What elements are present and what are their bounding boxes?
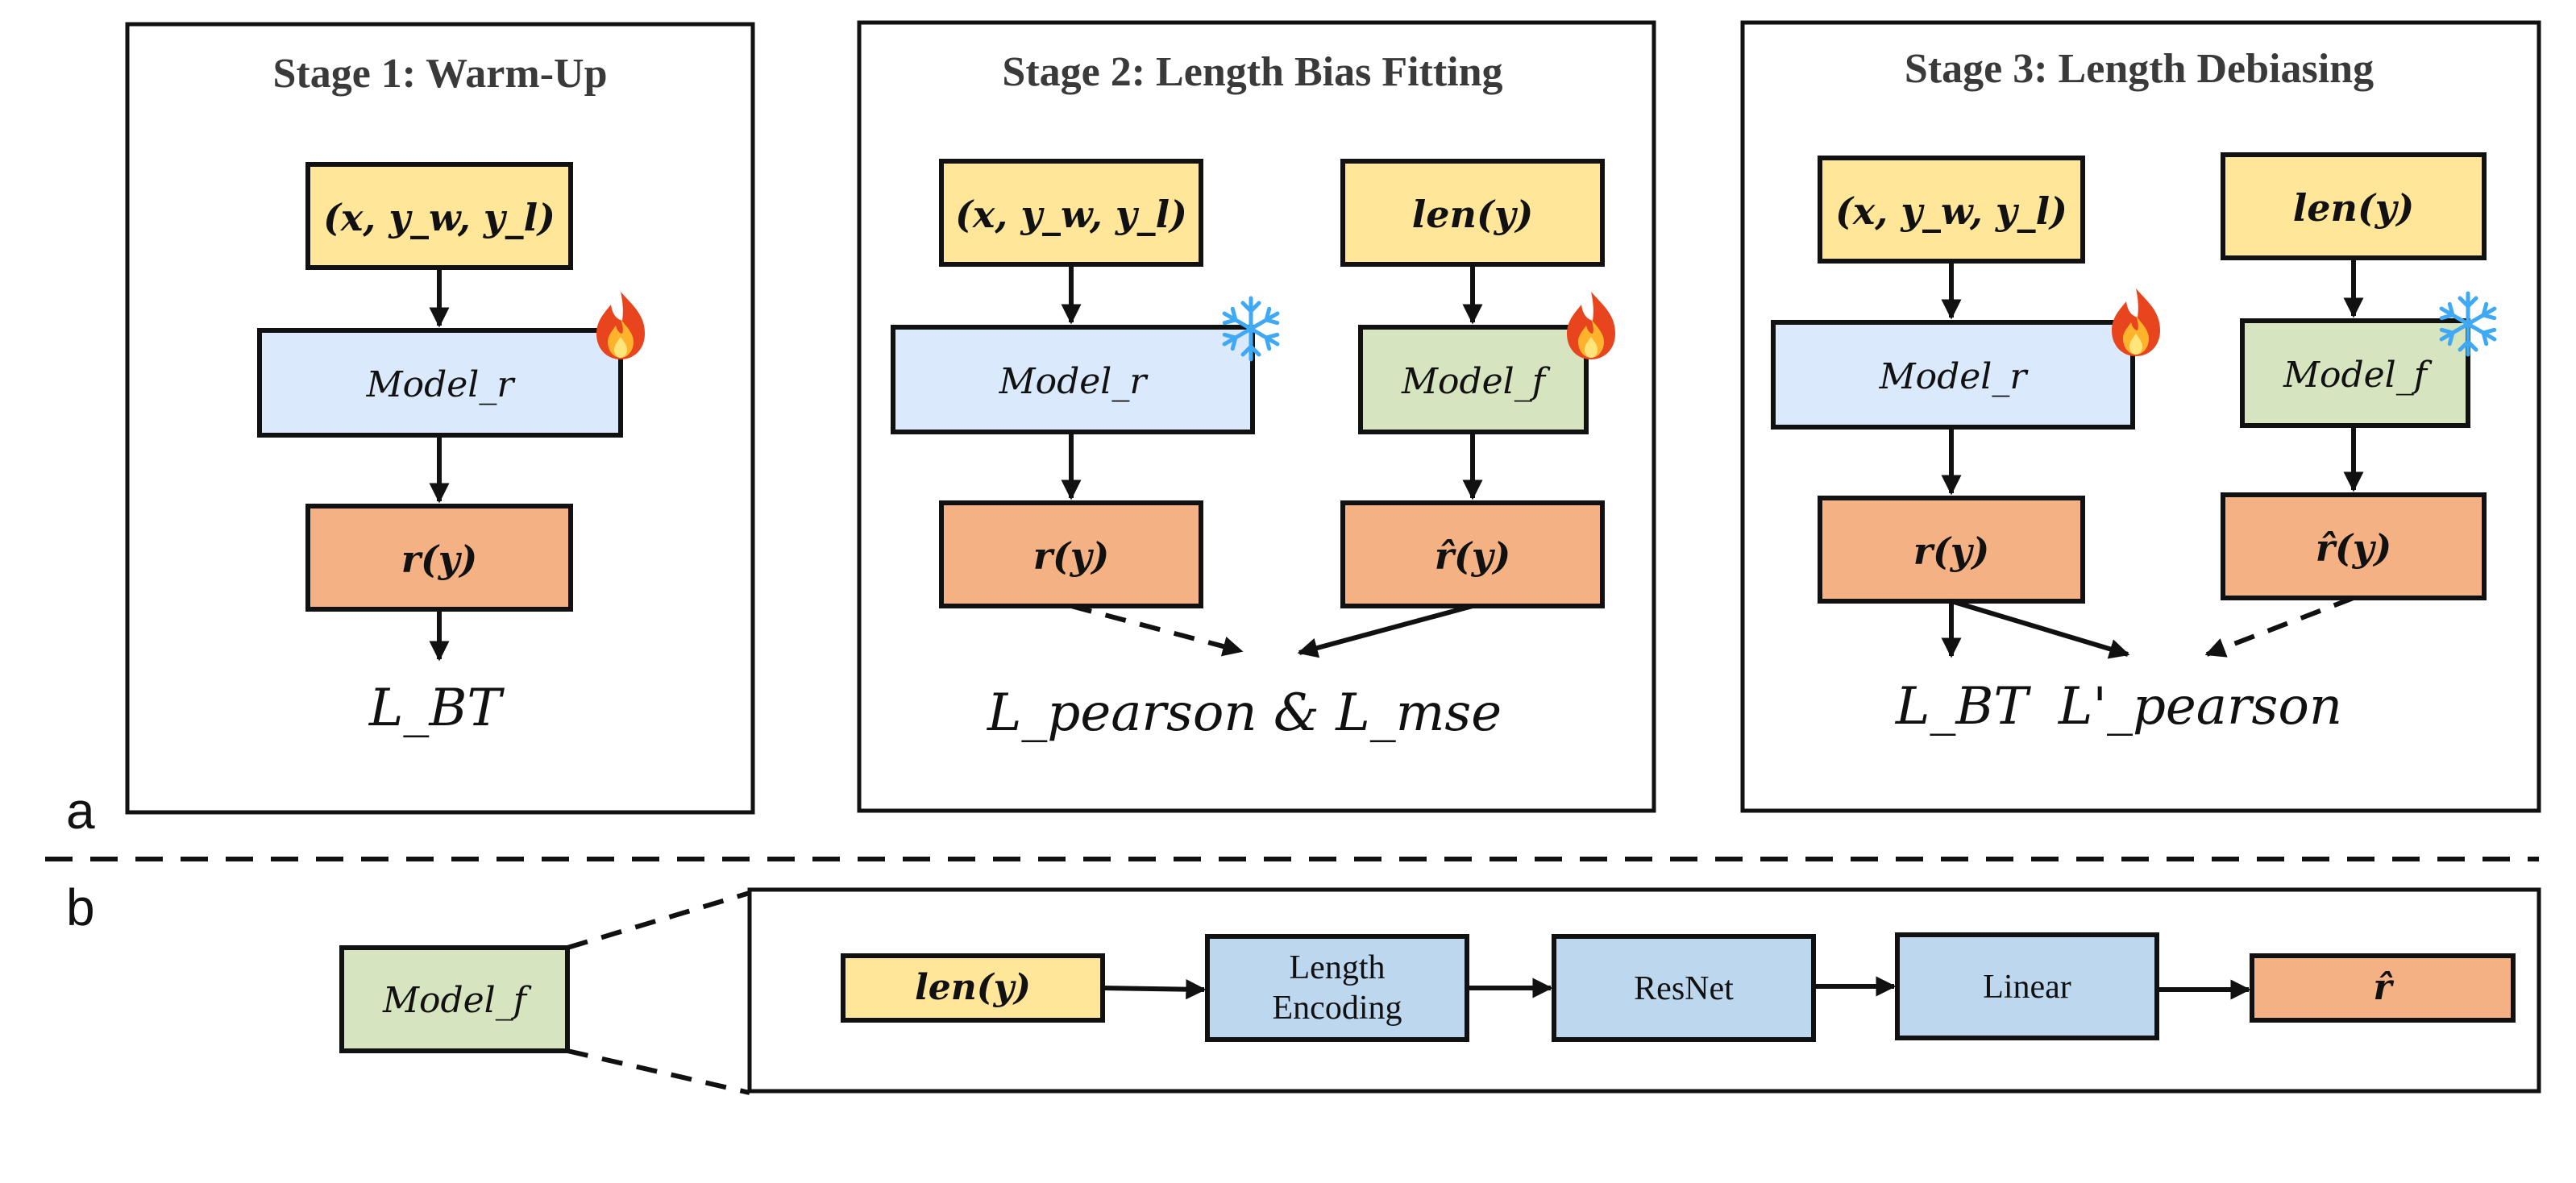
- detail-length-encoding-label-line2: Encoding: [1273, 990, 1402, 1027]
- stage-3-arrow-output-loss-pearson: [1951, 599, 2130, 659]
- fire-icon: [2112, 288, 2160, 356]
- stage-2-output-right-label: r̂(y): [1435, 534, 1511, 578]
- stage-3-output-right-label: r̂(y): [2316, 526, 2392, 570]
- model-f-label: Model_f: [382, 980, 532, 1021]
- stage-2-output-left-box: [939, 500, 1203, 608]
- stage-3-dashed-arrow-right-loss: [2204, 596, 2355, 658]
- stage-3-title: Stage 3: Length Debiasing: [1905, 46, 2374, 92]
- model-f-detail-panel: Model_f len(y) Length Encoding ResNet Li…: [339, 887, 2541, 1095]
- detail-input-label: len(y): [915, 967, 1031, 1008]
- stage-3-output-right-box: [2221, 492, 2487, 600]
- stage-1-loss-label: L_BT: [368, 679, 505, 738]
- stage-2-dashed-arrow-left-loss: [1070, 604, 1244, 657]
- fire-icon: [1567, 292, 1615, 359]
- detail-length-encoding-label-line1: Length: [1290, 949, 1386, 986]
- stage-2-model-left-label: Model_r: [999, 361, 1149, 402]
- stage-3-input-right-box: [2221, 152, 2487, 260]
- panel-label-b: b: [66, 878, 95, 936]
- stage-3-output-left-box: [1818, 496, 2085, 604]
- stage-2-output-left-label: r(y): [1033, 534, 1110, 578]
- detail-resnet-label: ResNet: [1634, 970, 1734, 1007]
- stage-3-input-right-label: len(y): [2293, 186, 2414, 230]
- stage-3-input-left-label: (x, y_w, y_l): [1835, 189, 2067, 233]
- stage-3-output-left-label: r(y): [1913, 529, 1990, 573]
- detail-arrow-input-encoding: [1102, 979, 1207, 1000]
- stage-3-model-right-box: [2240, 318, 2470, 428]
- stage-2-model-right-label: Model_f: [1401, 361, 1551, 402]
- fire-icon: [596, 292, 645, 359]
- detail-output-box: [2250, 953, 2516, 1023]
- stage-2-frame: [857, 20, 1656, 813]
- stage-3-model-right-label: Model_f: [2283, 355, 2433, 396]
- stage-1-frame: [125, 22, 755, 815]
- model-f-box: [339, 945, 570, 1053]
- stage-2-loss-label: L_pearson & L_mse: [987, 683, 1502, 743]
- stage-2-title: Stage 2: Length Bias Fitting: [1002, 49, 1502, 95]
- detail-length-encoding-box: [1205, 934, 1469, 1042]
- stage-2-input-right-label: len(y): [1412, 193, 1533, 236]
- stage-3-panel: Stage 3: Length Debiasing (x, y_w, y_l) …: [1740, 20, 2541, 813]
- stage-1-input-label: (x, y_w, y_l): [323, 196, 555, 239]
- zoom-line-bottom: [567, 1048, 750, 1095]
- stage-1-model-box: [257, 328, 623, 438]
- detail-linear-box: [1895, 932, 2159, 1040]
- detail-linear-label: Linear: [1983, 969, 2071, 1006]
- stage-3-loss-right-label: L'_pearson: [2058, 677, 2342, 737]
- zoom-line-top: [567, 890, 750, 950]
- stage-1-model-label: Model_r: [366, 364, 517, 405]
- stage-3-input-left-box: [1818, 156, 2085, 264]
- stage-2-input-left-label: (x, y_w, y_l): [955, 193, 1187, 236]
- stage-2-output-right-box: [1340, 500, 1605, 608]
- stage-3-frame: [1740, 20, 2541, 813]
- stage-1-output-label: r(y): [401, 538, 478, 581]
- stage-3-loss-left-label: L_BT: [1895, 677, 2032, 737]
- stage-2-input-right-box: [1340, 159, 1605, 267]
- panel-label-a: a: [66, 782, 95, 840]
- stage-2-panel: Stage 2: Length Bias Fitting (x, y_w, y_…: [857, 20, 1656, 813]
- stage-3-model-left-label: Model_r: [1879, 356, 2030, 397]
- stage-1-output-box: [305, 504, 573, 612]
- stage-1-panel: Stage 1: Warm-Up (x, y_w, y_l) Model_r r…: [125, 22, 755, 815]
- stage-2-arrow-right-loss: [1297, 604, 1473, 658]
- stage-1-title: Stage 1: Warm-Up: [272, 51, 607, 97]
- detail-output-label: r̂: [2373, 967, 2394, 1008]
- model-f-detail-frame: [747, 887, 2541, 1094]
